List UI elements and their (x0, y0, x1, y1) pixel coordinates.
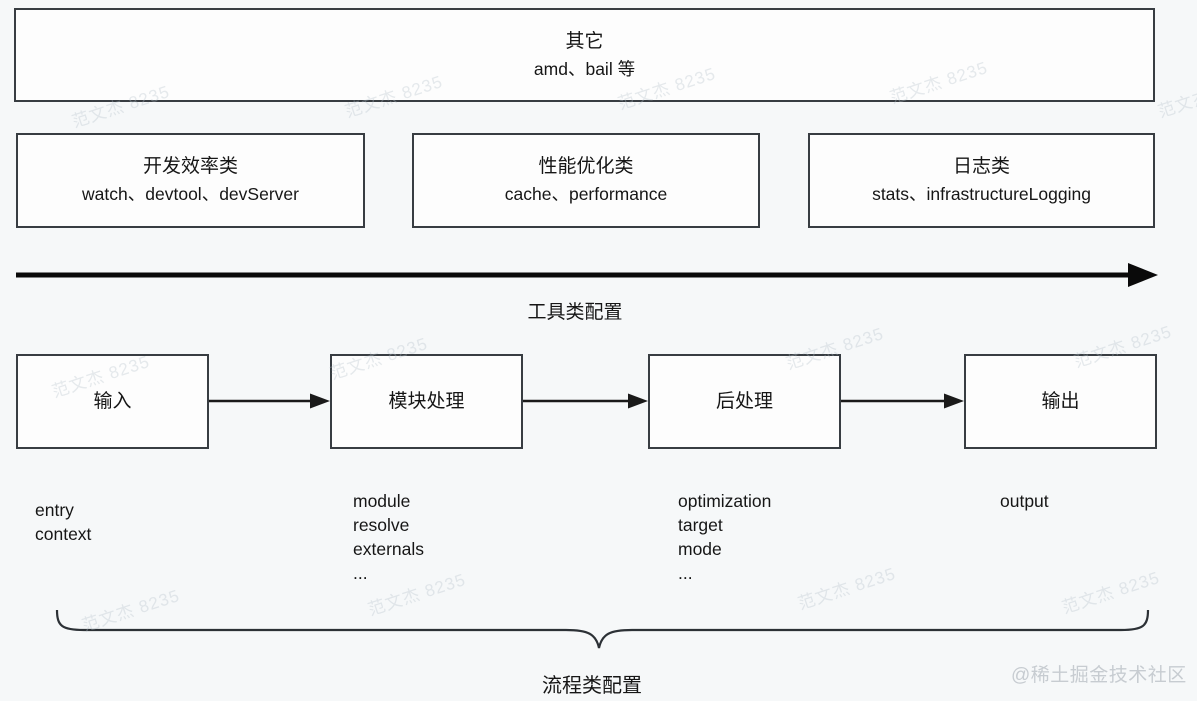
logging-box: 日志类 stats、infrastructureLogging (808, 133, 1155, 228)
option-item: ... (678, 563, 693, 583)
stage-label-input: 输入 (93, 390, 132, 412)
flow-config-brace (55, 609, 1150, 649)
logging-title: 日志类 (952, 156, 1010, 177)
stage-options-module-processing: module resolve externals ... (353, 489, 424, 585)
stage-options-output: output (1000, 489, 1049, 513)
watermark-text: 范文杰 8235 (1059, 567, 1163, 618)
stage-label-output: 输出 (1041, 390, 1080, 412)
juejin-credit-watermark: @稀土掘金技术社区 (1011, 665, 1187, 686)
stage-options-input: entry context (35, 498, 91, 546)
performance-box: 性能优化类 cache、performance (412, 133, 760, 228)
flow-config-brace-label: 流程类配置 (542, 675, 642, 697)
other-config-title: 其它 (565, 30, 604, 52)
stage-box-module-processing: 模块处理 (330, 354, 523, 449)
flow-arrow-input-to-module (209, 393, 330, 409)
other-config-subtitle: amd、bail 等 (533, 58, 636, 79)
tool-config-axis-arrow (16, 263, 1158, 287)
dev-efficiency-title: 开发效率类 (142, 156, 238, 177)
tool-config-axis-label: 工具类配置 (527, 302, 623, 323)
option-item: externals (353, 539, 425, 559)
stage-options-post-processing: optimization target mode ... (678, 489, 771, 585)
option-item: module (353, 491, 411, 511)
stage-label-post-processing: 后处理 (715, 390, 773, 412)
watermark-text: 范文杰 8235 (79, 585, 183, 636)
dev-efficiency-subtitle: watch、devtool、devServer (82, 184, 299, 204)
stage-label-module-processing: 模块处理 (388, 390, 465, 412)
flow-arrow-module-to-post (523, 393, 648, 409)
other-config-box: 其它 amd、bail 等 (14, 8, 1155, 102)
stage-box-output: 输出 (964, 354, 1157, 449)
option-item: context (35, 524, 92, 544)
performance-title: 性能优化类 (538, 156, 634, 177)
stage-box-input: 输入 (16, 354, 209, 449)
logging-subtitle: stats、infrastructureLogging (872, 184, 1091, 204)
flow-arrow-post-to-output (841, 393, 964, 409)
watermark-text: 范文杰 8235 (795, 563, 899, 614)
dev-efficiency-box: 开发效率类 watch、devtool、devServer (16, 133, 365, 228)
performance-subtitle: cache、performance (504, 184, 668, 204)
watermark-text: 范文杰 8235 (1155, 72, 1197, 122)
option-item: output (1000, 491, 1049, 511)
stage-box-post-processing: 后处理 (648, 354, 841, 449)
option-item: resolve (353, 515, 410, 535)
option-item: ... (353, 563, 368, 583)
option-item: mode (678, 539, 722, 559)
option-item: target (678, 515, 723, 535)
option-item: entry (35, 500, 74, 520)
option-item: optimization (678, 491, 772, 511)
